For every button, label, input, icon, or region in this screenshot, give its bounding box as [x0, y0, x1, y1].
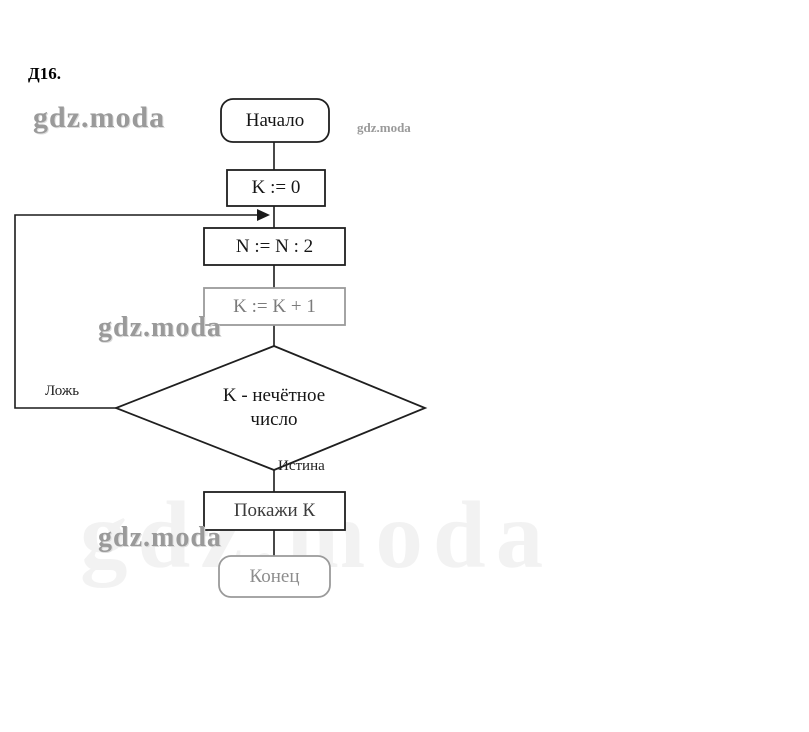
process-output-label: Покажи К [233, 500, 316, 522]
process-assign-n-shape [203, 227, 346, 266]
terminator-start-label: Начало [245, 109, 305, 131]
watermark-lower: gdz.moda [98, 522, 222, 553]
exercise-label: Д16. [28, 64, 61, 83]
watermark-top-left: gdz.moda [33, 101, 166, 134]
branch-true-label: Истина [278, 458, 325, 474]
process-output-shape [203, 491, 346, 531]
decision-condition-label: K - нечётное число [116, 380, 432, 436]
branch-false-label: Ложь [45, 383, 80, 399]
process-assign-n-label: N := N : 2 [235, 235, 314, 257]
terminator-start-shape [220, 98, 330, 143]
terminator-end-label: Конец [249, 565, 300, 587]
process-assign-k1-shape [203, 287, 346, 326]
decision-condition-shape [113, 345, 428, 471]
process-assign-k0-shape [226, 169, 326, 207]
connector-loop-false-branch [14, 214, 258, 409]
process-assign-k1-label: K := K + 1 [233, 295, 316, 317]
watermark-middle: gdz.moda [98, 312, 222, 343]
loop-arrowhead-icon [257, 209, 270, 221]
watermark-top-small: gdz.moda [357, 120, 411, 135]
decision-condition-line1: K - нечётное [222, 385, 326, 407]
terminator-end-shape [218, 555, 331, 598]
decision-condition-line2: число [250, 409, 298, 430]
process-assign-k0-label: K := 0 [251, 177, 301, 199]
